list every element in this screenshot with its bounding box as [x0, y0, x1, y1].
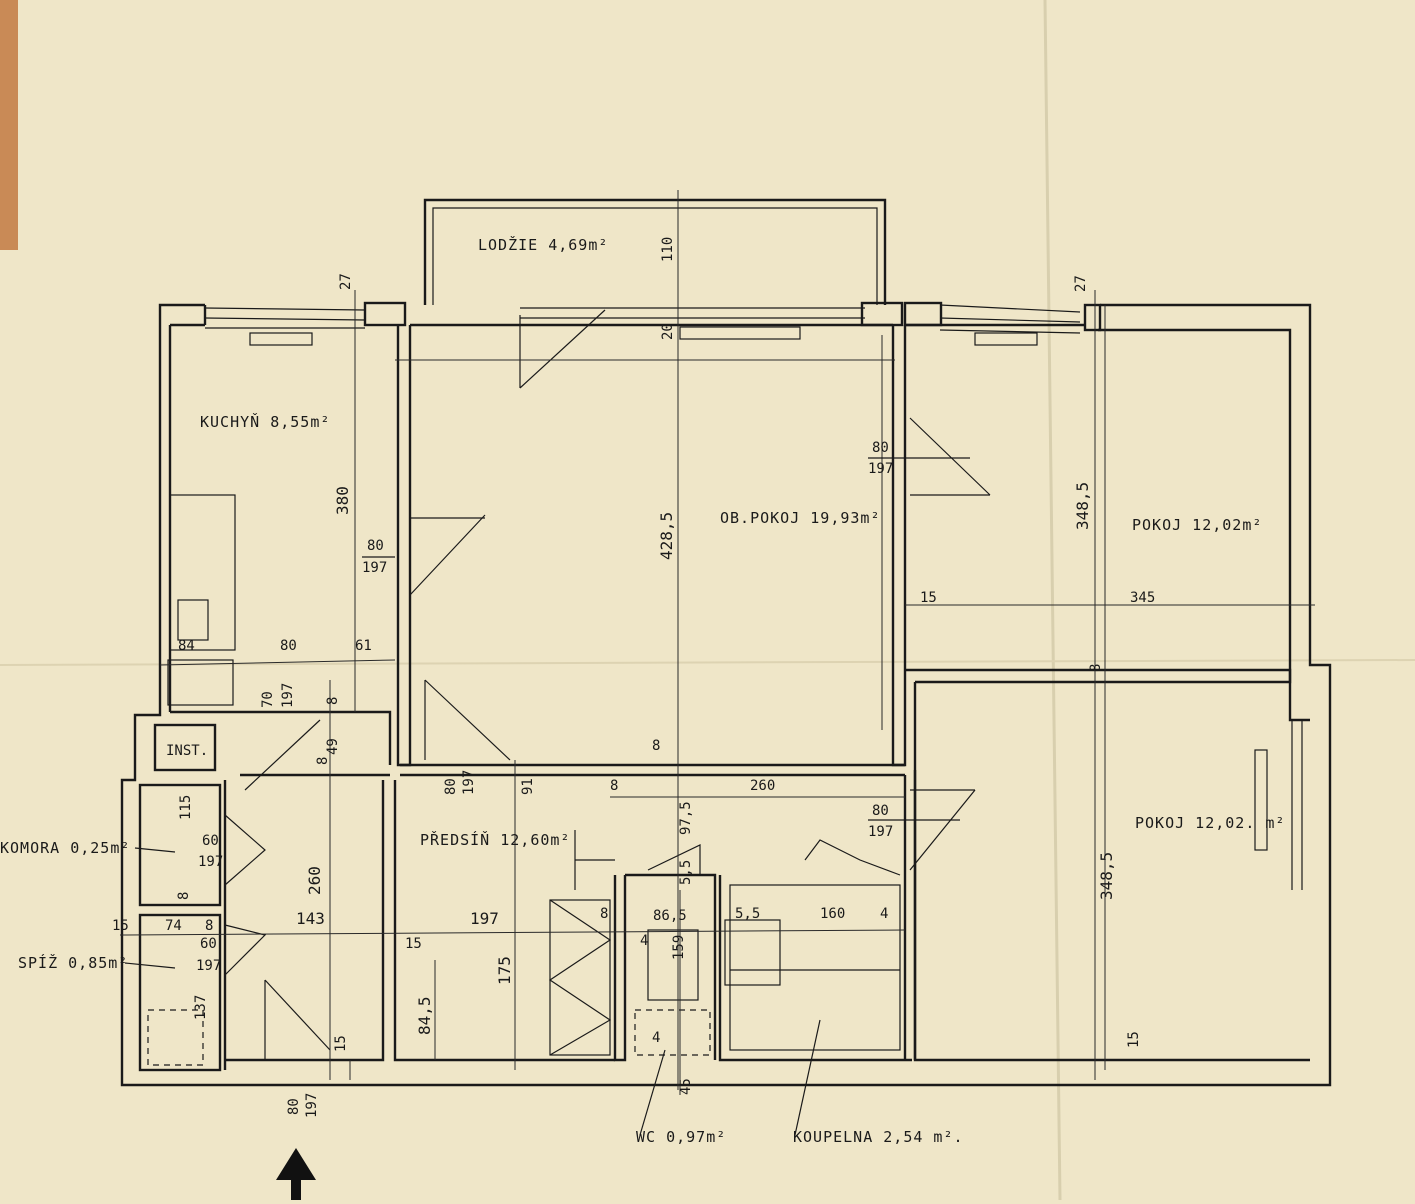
- dim-label: 8: [325, 697, 341, 705]
- dim-label: 86,5: [653, 908, 687, 924]
- door-label-width: 80: [872, 440, 889, 456]
- room-ob-pokoj-label: OB.POKOJ 19,93m²: [720, 509, 881, 527]
- room-wc-label: WC 0,97m²: [636, 1128, 726, 1146]
- dim-label: 74: [165, 918, 182, 934]
- dimension-lines: [119, 190, 1315, 1095]
- door-label-height: 197: [362, 560, 387, 576]
- dim-label: 20: [660, 323, 676, 340]
- dim-label: 348,5: [1073, 482, 1092, 530]
- dim-label: 175: [495, 956, 514, 985]
- dim-label: 260: [750, 778, 775, 794]
- dim-label: 8: [610, 778, 618, 794]
- door-label-width: 80: [443, 778, 459, 795]
- room-pokoj-top-label: POKOJ 12,02m²: [1132, 516, 1262, 534]
- dim-label: 160: [820, 906, 845, 922]
- door-label-height: 197: [198, 854, 223, 870]
- dim-label: 15: [920, 590, 937, 606]
- table-edge: [0, 0, 18, 250]
- dim-label: 61: [355, 638, 372, 654]
- dim-label: 97,5: [678, 801, 694, 835]
- dim-label: 4: [652, 1030, 660, 1046]
- dim-label: 348,5: [1097, 852, 1116, 900]
- dim-label: 159: [671, 935, 687, 960]
- room-kuchyn-label: KUCHYŇ 8,55m²: [200, 412, 330, 431]
- dim-label: 8: [1088, 664, 1104, 672]
- interior-walls: [138, 323, 1310, 1072]
- door-swings: [224, 309, 991, 1060]
- room-pokoj-bottom-label: POKOJ 12,02. m²: [1135, 814, 1285, 832]
- dim-label: 80: [280, 638, 297, 654]
- door-label-height: 197: [868, 824, 893, 840]
- dim-label: 70: [260, 691, 276, 708]
- dim-label: 27: [1073, 275, 1089, 292]
- door-label-height: 197: [868, 461, 893, 477]
- dim-label: 15: [405, 936, 422, 952]
- door-label-width: 60: [200, 936, 217, 952]
- door-label-width: 80: [872, 803, 889, 819]
- fixtures: [147, 494, 901, 1066]
- dim-label: 8: [205, 918, 213, 934]
- dim-label: 84,5: [415, 996, 434, 1035]
- dim-label: 260: [305, 866, 324, 895]
- dim-label: 49: [325, 738, 341, 755]
- dim-label: 197: [280, 683, 296, 708]
- paper-fold: [0, 659, 1415, 666]
- dim-label: 15: [1126, 1031, 1142, 1048]
- door-label-width: 80: [367, 538, 384, 554]
- paper-fold: [1043, 0, 1062, 1201]
- dim-label: 15: [112, 918, 129, 934]
- dim-label: 197: [470, 909, 499, 928]
- dim-label: 137: [193, 995, 209, 1020]
- dim-label: 4: [880, 906, 888, 922]
- dim-label: 5,5: [735, 906, 760, 922]
- dim-label: 84: [178, 638, 195, 654]
- room-spiz-label: SPÍŽ 0,85m²: [18, 953, 128, 972]
- room-lodzie-label: LODŽIE 4,69m²: [478, 235, 608, 254]
- room-predsin-label: PŘEDSÍŇ 12,60m²: [420, 830, 570, 849]
- dim-label: 345: [1130, 590, 1155, 606]
- dim-label: 143: [296, 909, 325, 928]
- door-label-height: 197: [196, 958, 221, 974]
- window-bands: [204, 304, 1303, 890]
- room-koupelna-label: KOUPELNA 2,54 m².: [793, 1128, 964, 1146]
- dim-label: 8: [176, 892, 192, 900]
- dim-label: 8: [652, 738, 660, 754]
- dim-label: 4: [640, 933, 648, 949]
- door-label-height: 197: [304, 1093, 320, 1118]
- dim-label: 45: [678, 1078, 694, 1095]
- dim-label: 8: [600, 906, 608, 922]
- room-inst-label: INST.: [166, 743, 208, 759]
- door-label-width: 60: [202, 833, 219, 849]
- dim-label: 15: [333, 1035, 349, 1052]
- dim-label: 380: [333, 486, 352, 515]
- entrance-arrow-icon: [276, 1148, 316, 1200]
- dim-label: 5,5: [678, 860, 694, 885]
- room-komora-label: KOMORA 0,25m²: [0, 839, 130, 857]
- door-label-height: 197: [461, 770, 477, 795]
- leader-lines: [124, 847, 821, 1136]
- door-label-width: 80: [286, 1098, 302, 1115]
- dim-label: 8: [315, 757, 331, 765]
- loggia: [423, 198, 887, 305]
- dim-label: 428,5: [657, 512, 676, 560]
- dim-label: 110: [660, 237, 676, 262]
- dim-label: 91: [520, 778, 536, 795]
- dim-label: 115: [178, 795, 194, 820]
- dim-label: 27: [338, 273, 354, 290]
